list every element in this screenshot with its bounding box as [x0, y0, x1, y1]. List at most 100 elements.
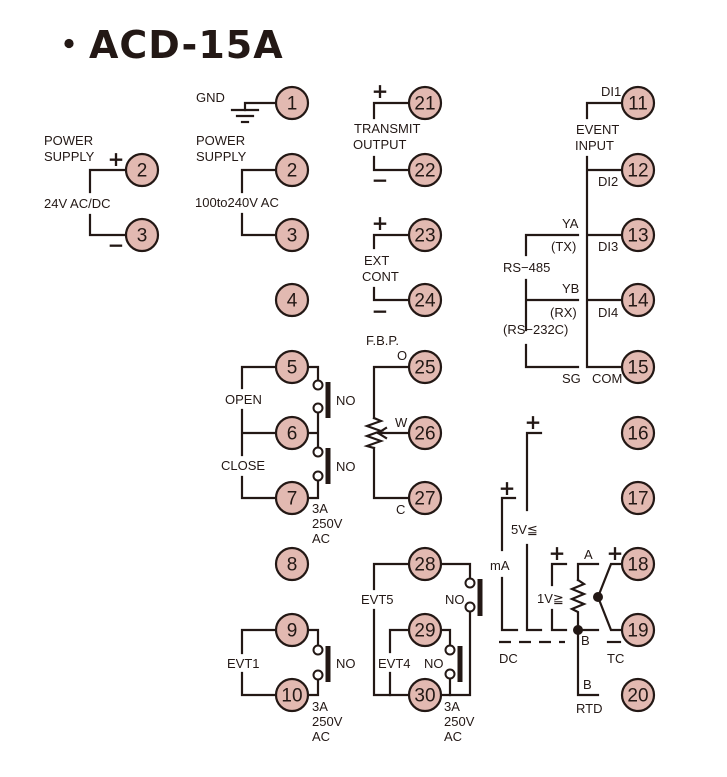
- terminal[interactable]: 3: [274, 217, 310, 253]
- no-label: NO: [445, 592, 465, 607]
- wire-gnd: [243, 101, 278, 112]
- terminal[interactable]: 11: [620, 85, 656, 121]
- terminal[interactable]: 28: [407, 546, 443, 582]
- terminal[interactable]: 4: [274, 282, 310, 318]
- no-label: NO: [336, 656, 356, 671]
- terminal[interactable]: 1: [274, 85, 310, 121]
- terminal[interactable]: 19: [620, 612, 656, 648]
- contact-icon: [312, 402, 324, 414]
- terminal-number: 3: [137, 226, 148, 247]
- input-group: + 5V≦ + mA + 1V≧ DC A B B RTD + TC: [490, 410, 624, 716]
- terminal[interactable]: 7: [274, 480, 310, 516]
- rtd-label: RTD: [576, 701, 602, 716]
- close-label: CLOSE: [221, 458, 265, 473]
- ground-icon: [230, 108, 260, 124]
- minus-sign: −: [108, 233, 125, 257]
- plus-sign: +: [499, 476, 516, 500]
- communication-group: YA (TX) RS−485 YB (RX) (RS−232C) SG: [503, 216, 581, 386]
- terminal[interactable]: 21: [407, 85, 443, 121]
- contact-icon: [444, 668, 456, 680]
- terminal-number: 15: [627, 358, 648, 379]
- terminal-number: 2: [137, 161, 148, 182]
- terminal-number: 28: [414, 555, 435, 576]
- terminal[interactable]: 20: [620, 677, 656, 713]
- terminal[interactable]: 17: [620, 480, 656, 516]
- terminal[interactable]: 2: [124, 152, 160, 188]
- open-close-relay-group: OPEN CLOSE NO NO 3A 250V AC: [221, 365, 356, 546]
- terminal[interactable]: 2: [274, 152, 310, 188]
- terminal-number: 6: [287, 424, 298, 445]
- terminal[interactable]: 16: [620, 415, 656, 451]
- wire-evt1-contact: [307, 628, 320, 697]
- wire-dc-plus: [88, 168, 128, 194]
- wire-comm: [524, 233, 580, 369]
- terminal[interactable]: 9: [274, 612, 310, 648]
- contact-icon: [312, 644, 324, 656]
- power-supply-dc-group: POWER SUPPLY 24V AC/DC + −: [44, 133, 128, 257]
- fbp-label: F.B.P.: [366, 333, 399, 348]
- junction-dot: [573, 625, 583, 635]
- potentiometer-icon: [363, 416, 385, 450]
- terminal-number: 9: [287, 621, 298, 642]
- tx-label: (TX): [551, 239, 576, 254]
- event-input-group: DI1 EVENT INPUT DI2 DI3 DI4 COM: [575, 84, 624, 386]
- plus-sign: +: [607, 541, 624, 565]
- di1-label: DI1: [601, 84, 621, 99]
- wire-evt5: [372, 562, 410, 697]
- terminal-number: 13: [627, 226, 648, 247]
- fbp-w-label: W: [395, 415, 408, 430]
- ext-cont-label: CONT: [362, 269, 399, 284]
- terminal[interactable]: 3: [124, 217, 160, 253]
- rating-label: 3A: [312, 501, 328, 516]
- terminal[interactable]: 25: [407, 349, 443, 385]
- page-title: ・ACD-15A: [50, 23, 284, 67]
- terminal-number: 16: [627, 424, 648, 445]
- terminal[interactable]: 23: [407, 217, 443, 253]
- terminal-number: 30: [414, 686, 435, 707]
- terminal-number: 22: [414, 161, 435, 182]
- event-input-label: INPUT: [575, 138, 614, 153]
- terminal[interactable]: 13: [620, 217, 656, 253]
- evt4-evt5-group: EVT5 EVT4 NO NO 3A 250V AC: [361, 562, 483, 744]
- terminal[interactable]: 30: [407, 677, 443, 713]
- contact-icon: [464, 577, 476, 589]
- plus-sign: +: [525, 410, 542, 434]
- terminal[interactable]: 14: [620, 282, 656, 318]
- wire-5v: [525, 431, 543, 632]
- no-label: NO: [336, 393, 356, 408]
- di3-label: DI3: [598, 239, 618, 254]
- terminal[interactable]: 27: [407, 480, 443, 516]
- terminal[interactable]: 12: [620, 152, 656, 188]
- terminal-number: 11: [628, 94, 648, 115]
- terminal[interactable]: 18: [620, 546, 656, 582]
- fbp-group: F.B.P. O W C: [363, 333, 410, 517]
- voltage-label: 24V AC/DC: [44, 196, 110, 211]
- wire-evt4-contact: [439, 628, 452, 697]
- terminal[interactable]: 15: [620, 349, 656, 385]
- terminal-number: 3: [287, 226, 298, 247]
- terminal[interactable]: 5: [274, 349, 310, 385]
- power-supply-label: SUPPLY: [44, 149, 95, 164]
- minus-sign: −: [372, 299, 389, 323]
- terminal-number: 10: [281, 686, 302, 707]
- terminal[interactable]: 29: [407, 612, 443, 648]
- gnd-label: GND: [196, 90, 225, 105]
- terminal[interactable]: 22: [407, 152, 443, 188]
- power-supply-label: POWER: [196, 133, 245, 148]
- rating-label: 250V: [312, 714, 343, 729]
- terminal[interactable]: 24: [407, 282, 443, 318]
- plus-sign: +: [549, 541, 566, 565]
- terminal[interactable]: 10: [274, 677, 310, 713]
- contact-icon: [312, 379, 324, 391]
- b-label: B: [581, 633, 590, 648]
- terminal[interactable]: 8: [274, 546, 310, 582]
- wiper-arrow-icon: [375, 426, 410, 440]
- terminal-number: 18: [627, 555, 648, 576]
- terminal[interactable]: 6: [274, 415, 310, 451]
- terminal-number: 17: [627, 489, 648, 510]
- wire-dc-minus: [88, 213, 128, 237]
- terminal-number: 5: [287, 358, 298, 379]
- plus-sign: +: [372, 211, 389, 235]
- terminal[interactable]: 26: [407, 415, 443, 451]
- no-label: NO: [336, 459, 356, 474]
